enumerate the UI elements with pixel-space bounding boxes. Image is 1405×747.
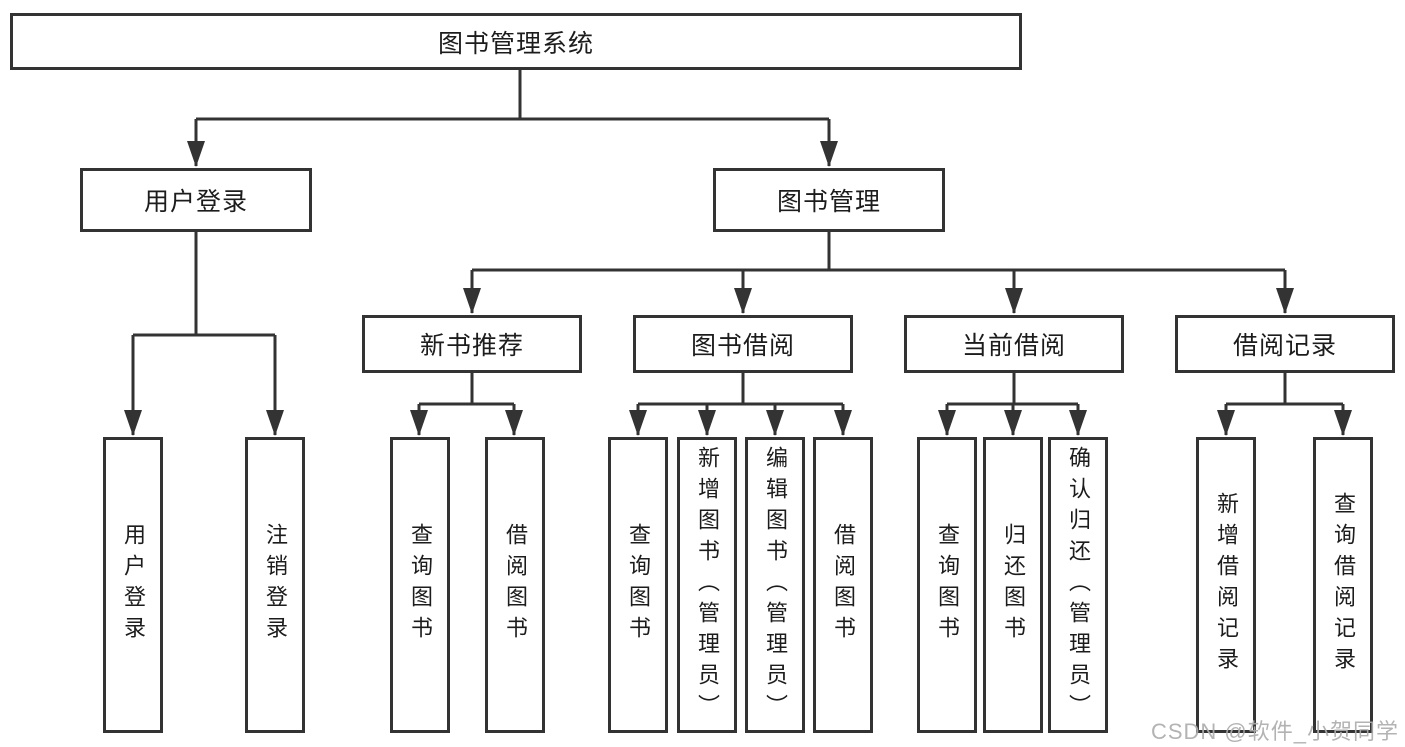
- leaf-borrow-books: 借阅图书: [813, 437, 873, 733]
- leaf-query-books-borrow: 查询图书: [608, 437, 668, 733]
- wire-borrowing-records-branch: [1226, 373, 1343, 406]
- leaf-label: 用户登录: [121, 523, 146, 647]
- node-label: 图书管理系统: [437, 29, 594, 58]
- wire-current-borrowing-branch: [947, 373, 1078, 406]
- leaf-logout: 注销登录: [245, 437, 305, 733]
- csdn-watermark: CSDN @软件_小贺同学: [1150, 719, 1399, 744]
- leaf-confirm-return-admin: 确认归还（管理员）: [1048, 437, 1108, 733]
- wire-root-level2: [196, 70, 829, 121]
- node-current-borrowing: 当前借阅: [904, 315, 1124, 373]
- leaf-label: 注销登录: [263, 523, 288, 647]
- leaf-query-borrow-record: 查询借阅记录: [1313, 437, 1373, 733]
- node-book-borrowing: 图书借阅: [633, 315, 853, 373]
- node-label: 用户登录: [143, 188, 248, 216]
- node-label: 当前借阅: [961, 332, 1066, 360]
- leaf-add-borrow-record: 新增借阅记录: [1196, 437, 1256, 733]
- node-label: 图书借阅: [690, 332, 795, 360]
- leaf-label: 新增图书（管理员）: [695, 445, 720, 725]
- leaf-query-books-current: 查询图书: [917, 437, 977, 733]
- leaf-label: 查询借阅记录: [1331, 492, 1356, 678]
- node-label: 图书管理: [776, 188, 881, 216]
- wire-user-login-branch: [133, 232, 275, 337]
- leaf-edit-book-admin: 编辑图书（管理员）: [745, 437, 805, 733]
- leaf-label: 确认归还（管理员）: [1066, 445, 1091, 725]
- wire-new-book-rec-branch: [419, 373, 514, 406]
- node-book-mgmt: 图书管理: [713, 168, 945, 232]
- leaf-label: 查询图书: [408, 523, 433, 647]
- node-label: 新书推荐: [419, 332, 524, 360]
- wire-book-borrowing-branch: [638, 373, 843, 406]
- leaf-label: 借阅图书: [503, 523, 528, 647]
- leaf-add-book-admin: 新增图书（管理员）: [677, 437, 737, 733]
- node-borrowing-records: 借阅记录: [1175, 315, 1395, 373]
- leaf-label: 归还图书: [1001, 523, 1026, 647]
- leaf-return-books: 归还图书: [983, 437, 1043, 733]
- node-user-login: 用户登录: [80, 168, 312, 232]
- leaf-query-books-rec: 查询图书: [390, 437, 450, 733]
- node-new-book-rec: 新书推荐: [362, 315, 582, 373]
- leaf-label: 查询图书: [626, 523, 651, 647]
- wire-book-mgmt-level3: [472, 232, 1285, 272]
- leaf-user-login: 用户登录: [103, 437, 163, 733]
- leaf-label: 编辑图书（管理员）: [763, 445, 788, 725]
- node-root-system: 图书管理系统: [10, 13, 1022, 70]
- leaf-borrow-books-rec: 借阅图书: [485, 437, 545, 733]
- node-label: 借阅记录: [1232, 332, 1337, 360]
- leaf-label: 查询图书: [935, 523, 960, 647]
- leaf-label: 借阅图书: [831, 523, 856, 647]
- leaf-label: 新增借阅记录: [1214, 492, 1239, 678]
